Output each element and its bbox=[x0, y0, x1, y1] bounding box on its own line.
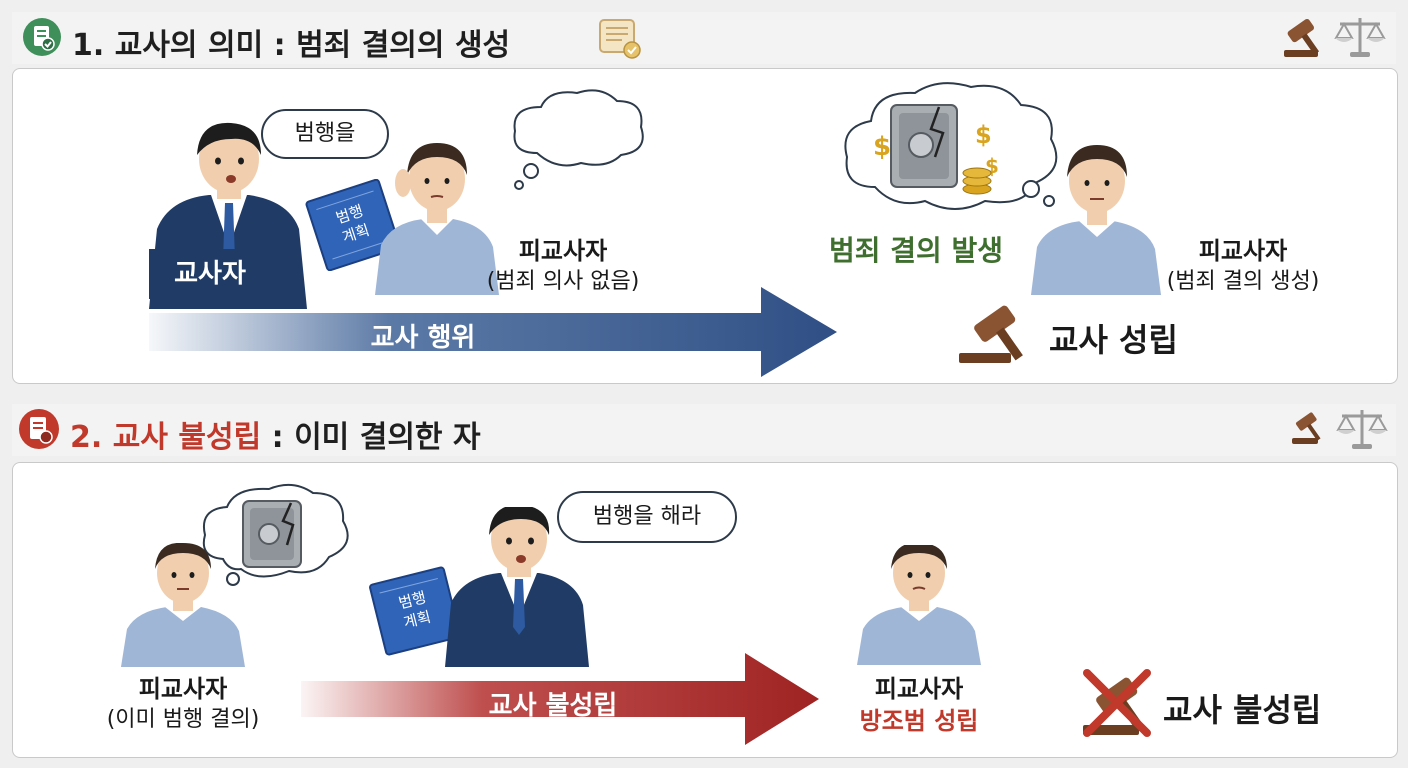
section1-speech-text: 범행을 bbox=[294, 121, 356, 146]
scale-icon bbox=[1334, 18, 1386, 57]
gavel-icon bbox=[1292, 412, 1321, 444]
scroll-icon bbox=[599, 19, 641, 59]
section1-outcome: 교사 성립 bbox=[1049, 321, 1178, 359]
scale-icon bbox=[1336, 410, 1388, 449]
target-person-figure bbox=[121, 543, 245, 667]
section2-title: 2. 교사 불성립 : 이미 결의한 자 bbox=[70, 412, 481, 456]
cross-icon bbox=[1083, 669, 1151, 737]
section2-number: 2. bbox=[70, 420, 103, 455]
gavel-icon bbox=[1284, 18, 1320, 57]
thought-cloud-icon bbox=[513, 89, 644, 190]
plan-paper-icon: 범행 계획 bbox=[305, 179, 401, 271]
section1-result-target-state: (범죄 결의 생성) bbox=[1166, 269, 1320, 294]
section1-number: 1. bbox=[72, 28, 105, 63]
section2-speech-bubble: 범행을 해라 bbox=[557, 491, 737, 543]
coins-icon bbox=[962, 167, 992, 195]
gavel-icon bbox=[1083, 669, 1151, 737]
section2-outcome: 교사 불성립 bbox=[1163, 691, 1322, 729]
section2-arrow-label: 교사 불성립 bbox=[488, 691, 618, 721]
section1-arrow-label: 교사 행위 bbox=[370, 323, 476, 353]
section1-result-label: 범죄 결의 발생 bbox=[828, 234, 1004, 267]
section2-target-state: (이미 범행 결의) bbox=[106, 707, 260, 732]
teacher-figure bbox=[445, 507, 589, 667]
section1-result-target-name: 피교사자 bbox=[1198, 237, 1288, 265]
section1-title: 1. 교사의 의미 : 범죄 결의의 생성 bbox=[72, 20, 510, 64]
section1-target-state: (범죄 의사 없음) bbox=[486, 269, 640, 294]
section2-panel: 피교사자 (이미 범행 결의) 범행 계획 범행을 해라 bbox=[12, 462, 1398, 758]
safe-thought-cloud bbox=[202, 483, 349, 586]
section2-header: 2. 교사 불성립 : 이미 결의한 자 bbox=[12, 404, 1396, 456]
dollar-icon: $ bbox=[975, 121, 992, 149]
section2-result-target-name: 피교사자 bbox=[874, 675, 964, 703]
section1-title-text: 교사의 의미 : 범죄 결의의 생성 bbox=[114, 28, 511, 63]
safe-thought-cloud: $ $ $ bbox=[844, 82, 1058, 210]
result-person-figure bbox=[1031, 145, 1161, 295]
target-person-figure bbox=[375, 143, 499, 295]
result-person-figure bbox=[857, 545, 981, 665]
section2-speech-text: 범행을 해라 bbox=[592, 504, 702, 529]
section1-panel: 교사자 범행 계획 범행을 피교사자 (범죄 의사 없음) bbox=[12, 68, 1398, 384]
safe-icon bbox=[242, 500, 302, 568]
teacher-label: 교사자 bbox=[149, 249, 271, 299]
gavel-icon bbox=[959, 305, 1023, 363]
section1-header: 1. 교사의 의미 : 범죄 결의의 생성 bbox=[12, 12, 1396, 64]
section1-speech-bubble: 범행을 bbox=[261, 109, 389, 159]
section2-title-red: 교사 불성립 bbox=[112, 420, 262, 455]
section2-result-target-state: 방조범 성립 bbox=[859, 707, 979, 735]
safe-icon bbox=[890, 104, 958, 188]
plan-paper-icon: 범행 계획 bbox=[369, 566, 461, 656]
section2-arrow bbox=[301, 653, 819, 745]
document-check-icon bbox=[23, 18, 61, 56]
section2-title-rest: : 이미 결의한 자 bbox=[271, 420, 481, 455]
document-edit-icon bbox=[19, 409, 59, 449]
section1-target-name: 피교사자 bbox=[518, 237, 608, 265]
section2-target-name: 피교사자 bbox=[138, 675, 228, 703]
dollar-icon: $ bbox=[873, 132, 891, 162]
section1-arrow bbox=[149, 287, 837, 377]
